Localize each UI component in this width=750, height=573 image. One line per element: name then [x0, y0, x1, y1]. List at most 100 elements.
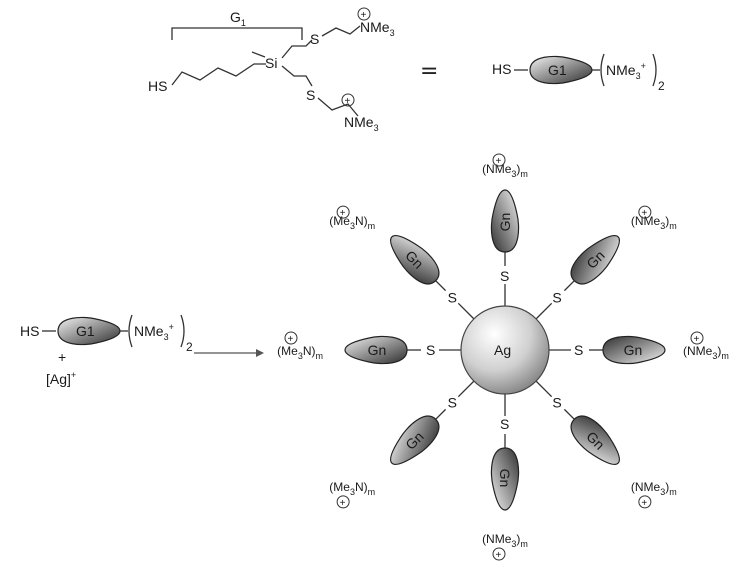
sulfur-label: S	[552, 394, 561, 410]
g1-dendron-structure: G1 HS Si S NMe3 + S NMe3 +	[148, 7, 395, 133]
sulfur-label: S	[426, 342, 435, 358]
charge-sign: +	[641, 498, 647, 509]
spoke	[490, 394, 520, 511]
gn-dendron-lobe	[390, 415, 440, 465]
methyl-bond	[251, 51, 266, 58]
gn-dendron-lobe	[570, 415, 620, 465]
reactant-count: 2	[186, 340, 193, 354]
rhs-paren-close	[652, 53, 657, 87]
plus-sign: +	[58, 349, 66, 365]
spoke	[490, 189, 520, 306]
terminal-amine: (Me3N)m	[329, 480, 375, 497]
gn-label: Gn	[368, 342, 387, 358]
si-label: Si	[265, 55, 277, 71]
charge-circle	[284, 331, 298, 345]
upper-arm-2	[321, 25, 361, 37]
rhs-hs: HS	[492, 61, 511, 77]
terminal-amine: (NMe3)m	[482, 532, 528, 549]
sulfur-label: S	[500, 268, 509, 284]
charge-circle	[638, 495, 652, 509]
gn-dendron-lobe	[344, 335, 408, 365]
gn-dendron-lobe	[602, 335, 666, 365]
spoke	[344, 335, 461, 365]
lower-nme3: NMe3	[344, 114, 379, 133]
s-gn-bond	[563, 278, 577, 292]
charge-circle	[492, 547, 506, 561]
gn-label: Gn	[497, 469, 513, 488]
rhs-g1-label: G1	[548, 62, 567, 78]
upper-s-label: S	[310, 31, 319, 47]
rhs-count: 2	[658, 79, 665, 93]
s-gn-bond	[563, 408, 577, 422]
spoke	[390, 380, 475, 465]
sulfur-label: S	[448, 394, 457, 410]
charge-sign: +	[340, 498, 346, 509]
bracket-label: G1	[230, 9, 246, 28]
sulfur-label: S	[552, 290, 561, 306]
lower-arm	[281, 65, 313, 87]
ag-s-bond	[535, 380, 553, 398]
gn-label: Gn	[624, 342, 643, 358]
gn-dendron-lobe	[390, 235, 440, 285]
sulfur-label: S	[574, 342, 583, 358]
charge-circle	[638, 205, 652, 219]
ag-s-bond	[457, 380, 475, 398]
equals-sign: =	[420, 59, 438, 84]
ag-ion: [Ag]+	[46, 370, 76, 387]
upper-arm	[281, 39, 313, 59]
lower-charge: +	[345, 96, 351, 107]
lower-s-label: S	[306, 87, 315, 103]
rhs-paren-open	[600, 53, 605, 87]
reactant-paren-open	[128, 314, 133, 348]
s-gn-bond	[433, 278, 447, 292]
product-spokes	[344, 189, 666, 511]
lower-arm-2	[317, 97, 359, 117]
sulfur-label: S	[500, 416, 509, 432]
terminal-amine: (Me3N)m	[329, 214, 375, 231]
spoke	[549, 335, 666, 365]
charge-sign: +	[496, 550, 502, 561]
terminal-amine: (NMe3)m	[631, 480, 677, 497]
ag-s-bond	[535, 302, 553, 320]
reactant-group: NMe3+	[134, 322, 174, 342]
gn-label: Gn	[497, 213, 513, 232]
spoke	[535, 380, 620, 465]
ag-core: Ag	[460, 305, 550, 395]
terminal-amine: (NMe3)m	[482, 162, 528, 179]
charge-sign: +	[288, 334, 294, 345]
charge-sign: +	[340, 208, 346, 219]
spoke	[390, 235, 475, 320]
compact-g1-rhs: HS G1 NMe3+ 2	[492, 53, 665, 93]
hs-label: HS	[148, 78, 167, 94]
charge-circle	[336, 205, 350, 219]
reactant-g1-label: G1	[76, 323, 95, 339]
ag-core-label: Ag	[494, 342, 511, 358]
gn-dendron-lobe	[490, 447, 520, 511]
terminal-amine: (NMe3)m	[683, 344, 729, 361]
rhs-group: NMe3+	[606, 61, 646, 81]
reactant-hs: HS	[20, 323, 39, 339]
charge-circle	[690, 331, 704, 345]
ag-s-bond	[457, 302, 475, 320]
sulfur-label: S	[448, 290, 457, 306]
spoke	[535, 235, 620, 320]
reactants: HS G1 NMe3+ 2 + [Ag]+	[20, 314, 193, 387]
upper-charge-circle	[357, 7, 371, 21]
terminal-amine: (NMe3)m	[631, 214, 677, 231]
terminal-amine: (Me3N)m	[277, 344, 323, 361]
charge-circle	[336, 495, 350, 509]
g1-bracket	[171, 27, 303, 40]
s-gn-bond	[433, 408, 447, 422]
lower-charge-circle	[341, 93, 355, 107]
charge-sign: +	[694, 334, 700, 345]
reaction-arrow	[194, 349, 264, 357]
upper-nme3: NMe3	[360, 19, 395, 38]
upper-charge: +	[361, 10, 367, 21]
alkyl-chain	[171, 63, 266, 86]
gn-dendron-lobe	[490, 189, 520, 253]
charge-circle	[492, 153, 506, 167]
reactant-paren-close	[180, 314, 185, 348]
